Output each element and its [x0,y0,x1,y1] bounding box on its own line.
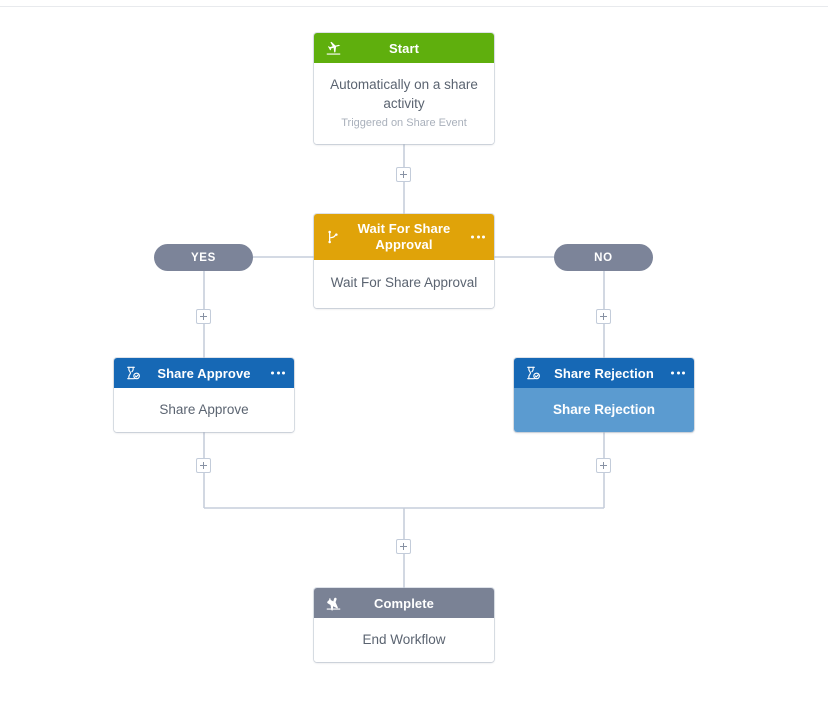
menu-dot [671,371,674,375]
top-divider [0,6,828,7]
add-step-button-start-to-wait[interactable] [396,167,411,182]
add-step-button-before-complete[interactable] [396,539,411,554]
task-approve-icon [524,364,542,382]
code-branch-icon [324,228,342,246]
workflow-node-share-rejection[interactable]: Share Rejection Share Rejection [514,358,694,432]
node-reject-menu-button[interactable] [671,371,685,375]
node-approve-body: Share Approve [114,388,294,432]
node-wait-body-text: Wait For Share Approval [330,275,478,290]
branch-label-no-text: NO [594,251,613,264]
branch-label-yes-text: YES [190,251,217,264]
workflow-node-start[interactable]: Start Automatically on a share activity … [314,33,494,144]
plane-takeoff-icon [324,39,342,57]
node-start-title: Start [388,40,420,56]
node-wait-menu-button[interactable] [471,235,485,239]
workflow-node-share-approve[interactable]: Share Approve Share Approve [114,358,294,432]
menu-dot [676,371,680,375]
node-wait-body: Wait For Share Approval [314,260,494,308]
node-wait-header: Wait For Share Approval [314,214,494,260]
node-complete-header: Complete [314,588,494,618]
node-approve-body-text: Share Approve [159,402,249,417]
node-start-body: Automatically on a share activity Trigge… [314,63,494,144]
add-step-button-after-share-rejection[interactable] [596,458,611,473]
node-approve-title: Share Approve [157,365,251,381]
add-step-button-yes-branch[interactable] [196,309,211,324]
menu-dot [682,371,685,375]
menu-dot [482,235,485,239]
node-start-body-subtext: Triggered on Share Event [341,117,467,129]
node-reject-header: Share Rejection [514,358,694,388]
menu-dot [271,371,274,375]
menu-dot [282,371,285,375]
plane-landing-icon [324,594,342,612]
node-complete-body-text: End Workflow [362,632,446,647]
node-wait-title: Wait For Share Approval [357,221,451,252]
menu-dot [476,235,480,239]
node-start-body-text: Automatically on a share activity [330,77,478,111]
node-complete-body: End Workflow [314,618,494,662]
add-step-button-no-branch[interactable] [596,309,611,324]
workflow-node-wait-for-share-approval[interactable]: Wait For Share Approval Wait For Share A… [314,214,494,308]
node-reject-title: Share Rejection [554,365,654,381]
node-complete-title: Complete [373,595,435,611]
menu-dot [276,371,280,375]
menu-dot [471,235,474,239]
branch-label-no[interactable]: NO [554,244,653,271]
node-approve-header: Share Approve [114,358,294,388]
node-start-header: Start [314,33,494,63]
workflow-node-complete[interactable]: Complete End Workflow [314,588,494,662]
node-reject-body-text: Share Rejection [552,402,656,417]
task-approve-icon [124,364,142,382]
node-approve-menu-button[interactable] [271,371,285,375]
branch-label-yes[interactable]: YES [154,244,253,271]
add-step-button-after-share-approve[interactable] [196,458,211,473]
node-reject-body: Share Rejection [514,388,694,432]
